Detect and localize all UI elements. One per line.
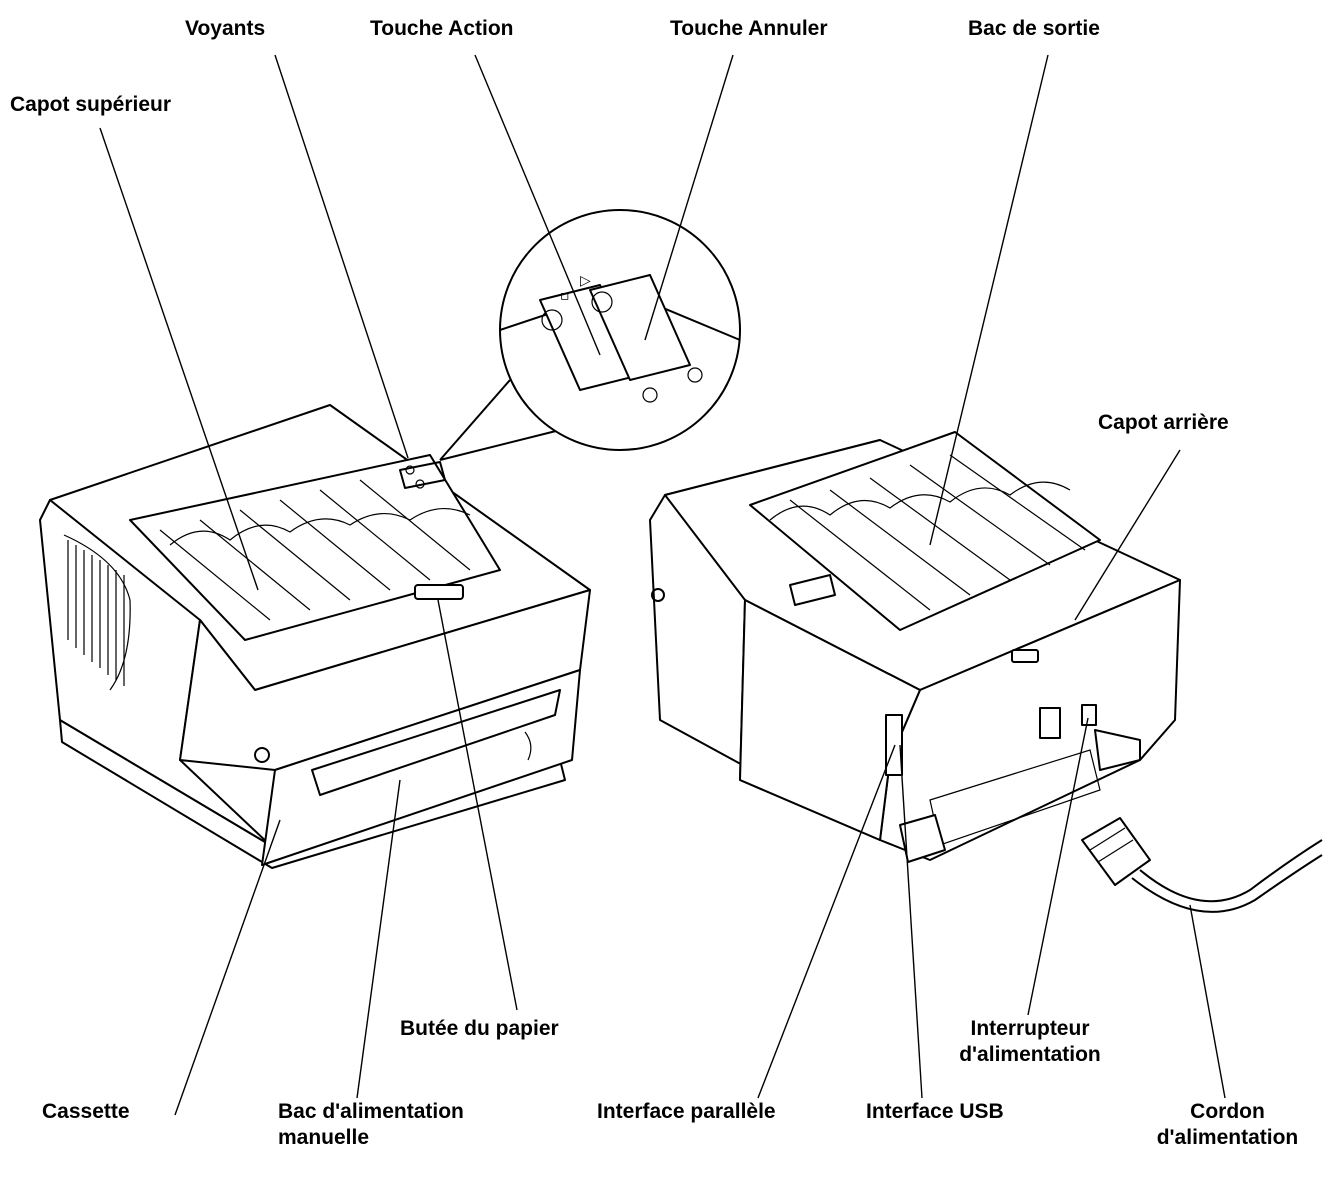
label-bac-alim-line1: Bac d'alimentation — [278, 1100, 464, 1123]
front-control-panel — [399, 461, 446, 489]
label-voyants: Voyants — [185, 17, 266, 40]
label-bac-alim-line2: manuelle — [278, 1126, 370, 1149]
leader-lines — [99, 54, 1226, 1116]
rear-printer-illustration — [649, 431, 1181, 863]
side-vent-grille — [63, 534, 131, 691]
label-cordon-line2: d'alimentation — [1156, 1126, 1299, 1149]
label-capot-arriere: Capot arrière — [1098, 411, 1229, 434]
front-printer-illustration — [39, 404, 591, 869]
power-cord-illustration — [1081, 817, 1323, 913]
paper-stopper — [414, 584, 464, 600]
label-touche-annuler: Touche Annuler — [670, 17, 828, 40]
label-cordon-line1: Cordon — [1190, 1100, 1265, 1123]
label-cassette: Cassette — [42, 1100, 130, 1123]
label-interrupteur-alimentation: Interrupteur d'alimentation — [945, 1016, 1115, 1068]
rear-power-connector — [1039, 707, 1061, 739]
control-panel-magnifier: ▫ ▷ — [439, 209, 741, 461]
svg-text:▷: ▷ — [580, 273, 591, 289]
front-output-tray — [129, 454, 501, 641]
label-capot-superieur: Capot supérieur — [10, 93, 172, 116]
label-bac-de-sortie: Bac de sortie — [968, 17, 1100, 40]
label-cordon-alimentation: Cordon d'alimentation — [1140, 1099, 1315, 1151]
rear-power-switch — [1081, 704, 1097, 726]
label-interrupteur-line2: d'alimentation — [959, 1043, 1101, 1066]
label-butee-du-papier: Butée du papier — [400, 1017, 559, 1040]
label-interface-parallele: Interface parallèle — [597, 1100, 776, 1123]
label-bac-alimentation-manuelle: Bac d'alimentation manuelle — [278, 1099, 498, 1151]
cassette-front — [261, 669, 581, 866]
rear-output-tray — [749, 431, 1101, 631]
svg-text:▫: ▫ — [560, 288, 570, 304]
rear-parallel-port — [885, 714, 903, 776]
manual-feed-slot — [311, 689, 561, 796]
label-interrupteur-line1: Interrupteur — [970, 1017, 1090, 1040]
label-interface-usb: Interface USB — [866, 1100, 1004, 1123]
label-touche-action: Touche Action — [370, 17, 514, 40]
